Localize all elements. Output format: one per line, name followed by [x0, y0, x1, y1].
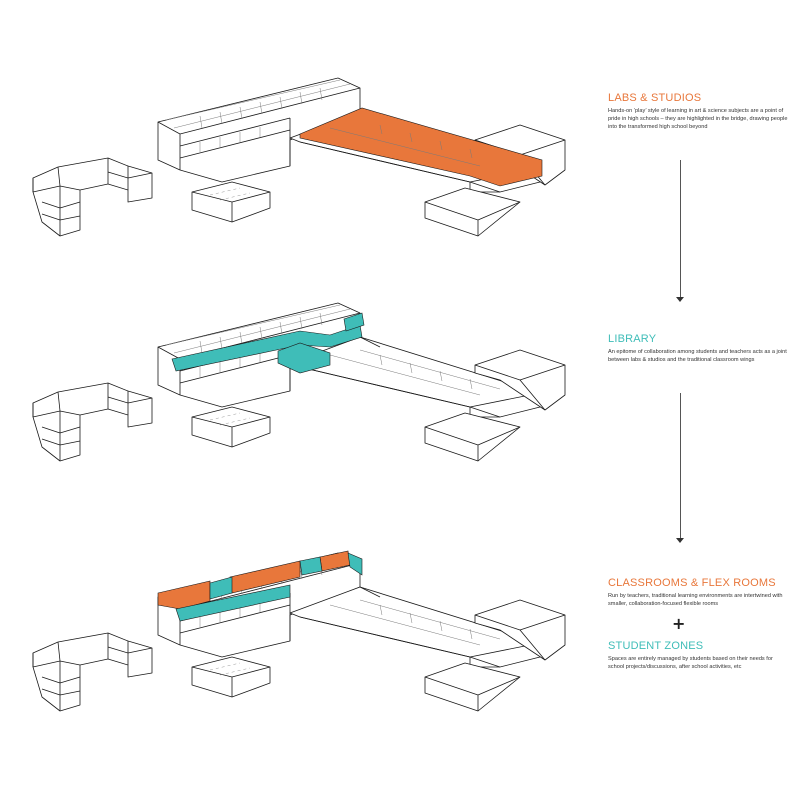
labs-caption: LABS & STUDIOS Hands-on ‘play’ style of … [608, 92, 790, 132]
lower-right-block [424, 412, 521, 462]
labs-highlight [299, 107, 543, 187]
lower-right-block [424, 187, 521, 237]
plus-connector-icon: + [672, 614, 686, 633]
left-wing-block [32, 632, 153, 712]
classrooms-highlight [157, 550, 351, 610]
small-block [191, 181, 271, 223]
bridge [289, 586, 541, 668]
library-caption: LIBRARY An epitome of collaboration amon… [608, 333, 790, 364]
flow-arrow-down-icon [676, 160, 684, 302]
right-tall-block [474, 599, 566, 661]
student-zones-highlight [175, 552, 363, 622]
small-block [191, 656, 271, 698]
flow-arrow-down-icon [676, 393, 684, 543]
labs-description: Hands-on ‘play’ style of learning in art… [608, 108, 788, 131]
left-wing-block [32, 382, 153, 462]
student-zones-caption: STUDENT ZONES Spaces are entirely manage… [608, 640, 790, 671]
library-title: LIBRARY [608, 333, 657, 345]
classrooms-title: CLASSROOMS & FLEX ROOMS [608, 577, 776, 589]
main-bar [157, 77, 361, 183]
labs-title: LABS & STUDIOS [608, 92, 702, 104]
left-wing-block [32, 157, 153, 237]
labs-studios-axonometric [0, 30, 600, 290]
small-block [191, 406, 271, 448]
lower-right-block [424, 662, 521, 712]
library-axonometric [0, 255, 600, 515]
right-tall-block [474, 349, 566, 411]
library-description: An epitome of collaboration among studen… [608, 349, 787, 364]
bridge [289, 336, 541, 418]
classrooms-description: Run by teachers, traditional learning en… [608, 593, 783, 608]
classrooms-caption: CLASSROOMS & FLEX ROOMS Run by teachers,… [608, 577, 790, 608]
library-highlight [171, 312, 365, 374]
classrooms-student-zones-axonometric [0, 505, 600, 765]
student-zones-title: STUDENT ZONES [608, 640, 704, 652]
student-zones-description: Spaces are entirely managed by students … [608, 656, 773, 671]
